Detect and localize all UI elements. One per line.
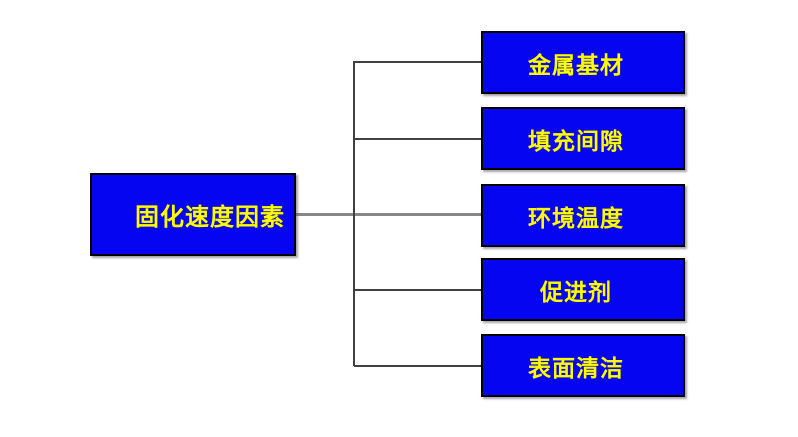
child-node-label: 填充间隙 (528, 128, 624, 155)
root-node-curing-speed-factors: 固化速度因素 (90, 173, 296, 256)
connector-trunk (353, 61, 355, 366)
root-node-label: 固化速度因素 (135, 203, 285, 231)
child-node-fill-gap: 填充间隙 (481, 107, 685, 170)
child-node-ambient-temperature: 环境温度 (481, 184, 685, 247)
child-node-accelerator: 促进剂 (481, 258, 685, 321)
child-node-label: 促进剂 (540, 279, 612, 306)
child-node-label: 环境温度 (528, 205, 624, 232)
child-node-label: 表面清洁 (528, 355, 624, 382)
child-node-surface-clean: 表面清洁 (481, 334, 685, 397)
child-node-metal-substrate: 金属基材 (481, 31, 685, 94)
connector-branch-surface-clean (354, 365, 481, 367)
connector-branch-accelerator (354, 289, 481, 291)
connector-branch-fill-gap (354, 138, 481, 140)
connector-branch-metal-substrate (354, 61, 481, 63)
connector-main-line (296, 213, 481, 216)
child-node-label: 金属基材 (528, 52, 624, 79)
